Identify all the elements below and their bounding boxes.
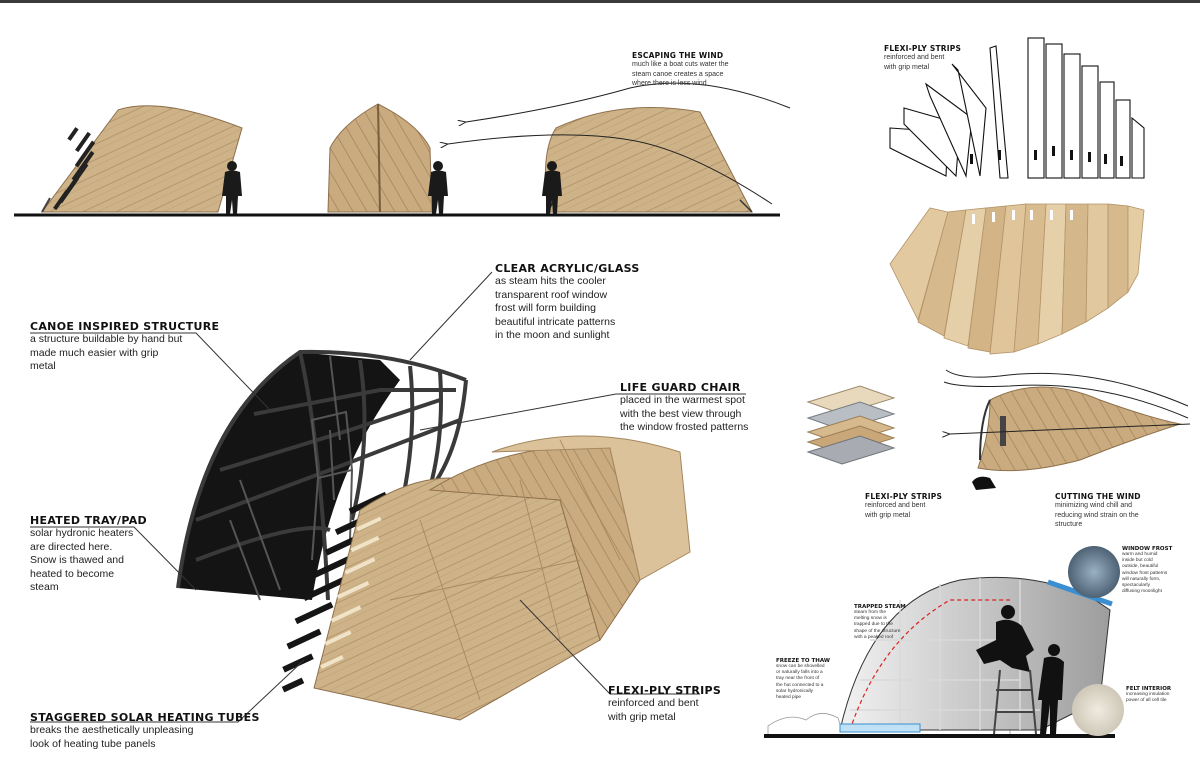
wind-arrow (950, 423, 1191, 434)
label-felt-interior: FELT INTERIOR increasing insulation powe… (1126, 686, 1172, 704)
interior-shell (178, 352, 400, 600)
person-silhouette (542, 161, 562, 214)
leader-clear-acrylic (409, 271, 493, 361)
leader-staggered-tubes (30, 659, 305, 723)
label-staggered-tubes: STAGGERED SOLAR HEATING TUBES breaks the… (30, 711, 260, 750)
label-life-guard-chair: LIFE GUARD CHAIR placed in the warmest s… (620, 381, 749, 433)
heating-tube-openings (320, 516, 382, 669)
label-trapped-steam: TRAPPED STEAM steam from the melting sno… (854, 604, 906, 640)
panel-seams (389, 439, 621, 701)
wood-strips-render (889, 203, 1145, 355)
person-silhouette (222, 161, 242, 214)
animal-silhouette (972, 476, 996, 490)
wind-arrow (448, 134, 773, 205)
wood-shell-front (313, 477, 601, 721)
label-title: ESCAPING THE WIND (632, 51, 724, 60)
label-flexiply-top: FLEXI-PLY STRIPS reinforced and bent wit… (884, 44, 962, 71)
wind-line (943, 381, 1189, 419)
timber-frame (176, 349, 468, 601)
wind-arrow (466, 82, 791, 122)
side-elevation (41, 105, 243, 213)
main-axonometric (176, 349, 691, 721)
ply-layers (806, 385, 896, 465)
people-silhouettes (976, 605, 1064, 734)
leader-lines (30, 271, 746, 723)
wind-elevation (544, 107, 753, 213)
strip-slots (970, 146, 1123, 166)
window-frost-image (1068, 546, 1120, 598)
heated-tray (839, 723, 921, 733)
flexiply-strip-diagram (889, 37, 1145, 179)
page-top-rule (0, 0, 1200, 3)
leader-heated-tray (30, 526, 197, 591)
label-heated-tray: HEATED TRAY/PAD solar hydronic heaters a… (30, 514, 147, 593)
label-cutting-wind: CUTTING THE WIND minimizing wind chill a… (1055, 492, 1141, 528)
leader-life-guard-chair (419, 393, 746, 431)
label-flexiply-layers: FLEXI-PLY STRIPS reinforced and bent wit… (865, 492, 943, 519)
leader-canoe-structure (30, 332, 271, 411)
label-clear-acrylic: CLEAR ACRYLIC/GLASS as steam hits the co… (495, 262, 640, 341)
front-elevation (327, 103, 433, 213)
wood-strip-slots (972, 210, 1073, 224)
label-window-frost: WINDOW FROST warm and humid inside but c… (1122, 546, 1173, 595)
section-grid (850, 578, 1040, 730)
label-freeze-to-thaw: FREEZE TO THAW snow can be shovelled or … (776, 658, 830, 701)
ladder-chair (993, 669, 1037, 735)
heating-tubes-elevation (53, 127, 96, 211)
label-canoe-structure: CANOE INSPIRED STRUCTURE a structure bui… (30, 320, 220, 372)
wind-line (945, 369, 1189, 407)
label-escaping-wind: ESCAPING THE WIND much like a boat cuts … (632, 51, 729, 87)
leader-flexiply-main (519, 599, 700, 695)
section-drawing (764, 546, 1124, 738)
cutting-wind-diagram (943, 369, 1191, 490)
elevation-strip (14, 82, 791, 217)
felt-interior-image (1072, 684, 1124, 736)
window-mullions (229, 355, 341, 601)
steam-path (849, 599, 1010, 731)
label-flexiply-main: FLEXI-PLY STRIPS reinforced and bent wit… (608, 684, 722, 723)
person-silhouette (428, 161, 448, 214)
wood-shell-top (491, 435, 691, 581)
